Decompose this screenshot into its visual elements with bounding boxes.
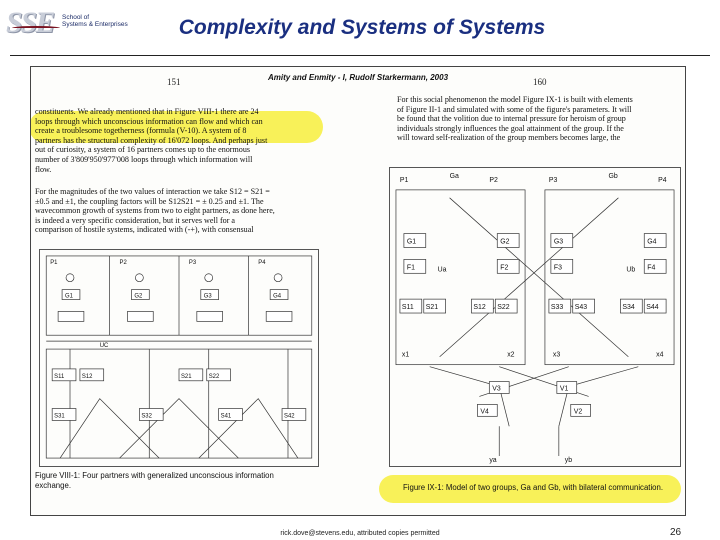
figL-partner-label: P3 <box>189 260 197 266</box>
figR-s-block: S44 <box>646 304 658 311</box>
figL-inner-label: S42 <box>284 413 295 419</box>
figL-partner-label: P1 <box>50 260 58 266</box>
text-line: number of 3'809'950'977'008 loops throug… <box>35 154 253 164</box>
left-paragraph-1: constituents. We already mentioned that … <box>35 107 317 174</box>
figR-u-label: Ub <box>626 266 635 273</box>
caption-right: Figure IX-1: Model of two groups, Ga and… <box>403 483 675 493</box>
caption-line: exchange. <box>35 480 71 490</box>
figR-f-block: F3 <box>554 264 562 271</box>
figR-g-block: G2 <box>500 239 509 246</box>
logo-text: School of Systems & Enterprises <box>62 14 132 28</box>
highlight-right <box>379 475 681 503</box>
figR-v-block: V1 <box>560 385 569 392</box>
figL-inner-label: S12 <box>82 374 93 380</box>
figR-partner-label: P4 <box>658 177 667 184</box>
logo-text-line: Systems & Enterprises <box>62 21 128 28</box>
text-line: individuals strongly influences the goal… <box>397 123 624 133</box>
scan-header: Amity and Enmity - I, Rudolf Starkermann… <box>267 73 449 82</box>
figL-uc-label: UC <box>100 343 109 349</box>
figure-ix-1-diagram: P1 P2 P3 P4 Ga Gb G1 G2 G3 G4 F1 F2 F3 F… <box>389 167 681 467</box>
text-line: ±0.5 and ±1, the coupling factors will b… <box>35 196 264 206</box>
figL-gain-label: G1 <box>65 294 74 300</box>
text-line: of Figure II-1 and simulated with some o… <box>397 104 632 114</box>
caption-line: Figure VIII-1: Four partners with genera… <box>35 471 274 480</box>
caption-line: Figure IX-1: Model of two groups, Ga and… <box>403 483 664 492</box>
figR-x-label: x3 <box>553 352 560 359</box>
slide-title: Complexity and Systems of Systems <box>178 16 546 39</box>
figR-partner-label: P2 <box>489 177 498 184</box>
figR-g-block: G1 <box>407 239 416 246</box>
figL-gain-label: G3 <box>204 294 213 300</box>
figL-sum-label: S11 <box>54 374 65 380</box>
figR-s-block: S22 <box>497 304 509 311</box>
figR-u-label: Ua <box>438 266 447 273</box>
figR-s-block: S43 <box>575 304 587 311</box>
figure-viii-1-diagram: P1 P2 P3 P4 G1 G2 G3 G4 UC S11 S12 S21 S… <box>39 249 319 467</box>
left-paragraph-2: For the magnitudes of the two values of … <box>35 187 317 235</box>
text-line: wavecommon growth of systems from two to… <box>35 206 275 216</box>
text-line: is indeed a very specific consideration,… <box>35 215 236 225</box>
figR-x-label: x1 <box>402 352 409 359</box>
text-line: will toward self-realization of the grou… <box>397 133 621 143</box>
figR-v-block: V3 <box>492 385 501 392</box>
logo: SSE School of Systems & Enterprises <box>6 6 138 42</box>
figR-s-block: S21 <box>426 304 438 311</box>
figR-v-block: V2 <box>574 408 583 415</box>
text-line: create a troublesome togetherness (formu… <box>35 126 247 136</box>
figR-group-label: Ga <box>450 173 459 180</box>
text-line: For this social phenomenon the model Fig… <box>397 95 633 104</box>
figL-partner-label: P4 <box>258 260 266 266</box>
figL-partner-label: P2 <box>120 260 127 266</box>
figR-f-block: F1 <box>407 264 415 271</box>
text-line: constituents. We already mentioned that … <box>35 107 259 116</box>
figL-inner-label: S22 <box>209 374 220 380</box>
slide-footer: rick.dove@stevens.edu, attributed copies… <box>280 530 440 537</box>
figR-s-block: S12 <box>473 304 485 311</box>
figL-sum-label: S21 <box>181 374 192 380</box>
page-number-right: 160 <box>533 77 547 87</box>
text-line: comparison of hostile systems, indicated… <box>35 225 254 235</box>
scanned-book-pages: Amity and Enmity - I, Rudolf Starkermann… <box>30 66 686 516</box>
logo-text-line: School of <box>62 14 90 21</box>
text-line: flow. <box>35 164 52 174</box>
figR-g-block: G4 <box>647 239 656 246</box>
page-number-left: 151 <box>167 77 181 87</box>
figL-inner-label: S32 <box>141 413 152 419</box>
slide-page-number: 26 <box>670 527 682 538</box>
figR-s-block: S33 <box>551 304 563 311</box>
figR-g-block: G3 <box>554 239 563 246</box>
right-paragraph: For this social phenomenon the model Fig… <box>397 95 683 143</box>
figR-partner-label: P3 <box>549 177 558 184</box>
figR-s-block: S34 <box>622 304 634 311</box>
figR-y-label: ya <box>489 457 496 464</box>
figR-y-label: yb <box>565 457 572 464</box>
figR-v-block: V4 <box>480 408 489 415</box>
title-divider <box>10 55 710 56</box>
highlight-left <box>31 111 323 143</box>
text-line: partners has the structural complexity o… <box>35 135 268 145</box>
figL-gain-label: G4 <box>273 294 282 300</box>
text-line: out of curiosity, a system of 16 partner… <box>35 145 251 155</box>
logo-swoosh <box>12 26 60 30</box>
caption-left: Figure VIII-1: Four partners with genera… <box>35 471 325 490</box>
figL-sum-label: S31 <box>54 413 65 419</box>
text-line: For the magnitudes of the two values of … <box>35 187 270 196</box>
figR-s-block: S11 <box>402 304 414 311</box>
figL-sum-label: S41 <box>221 413 232 419</box>
logo-letters: SSE <box>6 6 55 39</box>
text-line: be found that the volition due to intern… <box>397 114 626 124</box>
figR-x-label: x2 <box>507 352 514 359</box>
figR-f-block: F4 <box>647 264 655 271</box>
figL-gain-label: G2 <box>134 294 142 300</box>
figR-group-label: Gb <box>608 173 617 180</box>
figR-x-label: x4 <box>656 352 663 359</box>
figR-f-block: F2 <box>500 264 508 271</box>
text-line: loops through which unconscious informat… <box>35 116 263 126</box>
figR-partner-label: P1 <box>400 177 409 184</box>
